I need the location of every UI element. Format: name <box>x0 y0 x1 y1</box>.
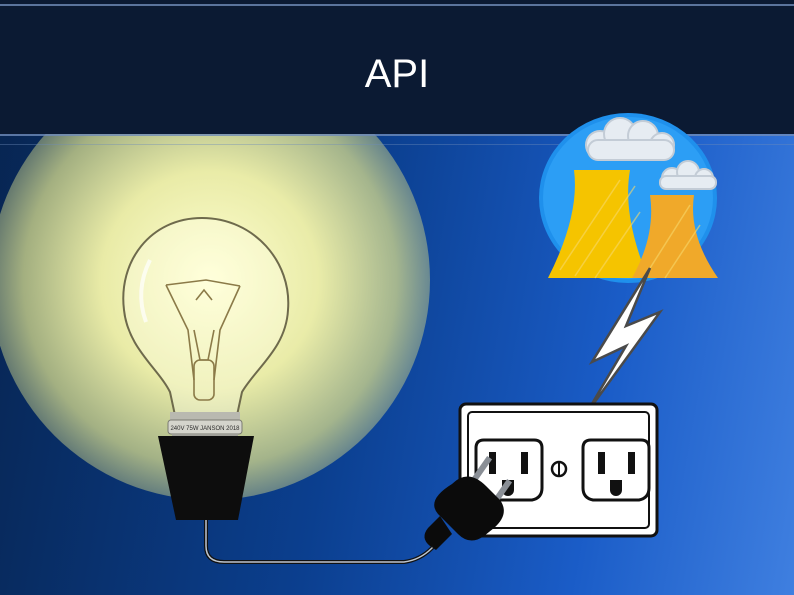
top-rule <box>0 4 794 6</box>
electric-plug-icon <box>424 455 513 550</box>
title-band <box>0 0 794 134</box>
power-plant-icon <box>539 113 718 283</box>
wall-outlet-icon <box>458 402 659 538</box>
power-cord <box>204 518 434 564</box>
light-bulb-icon: 240V 75W JANSON 2018 <box>122 216 290 520</box>
slide-title: API <box>364 52 430 96</box>
title-rule-thin <box>0 144 794 145</box>
lightning-bolt-icon <box>584 267 664 415</box>
bulb-base-label: 240V 75W JANSON 2018 <box>170 426 240 432</box>
title-rule <box>0 134 794 136</box>
